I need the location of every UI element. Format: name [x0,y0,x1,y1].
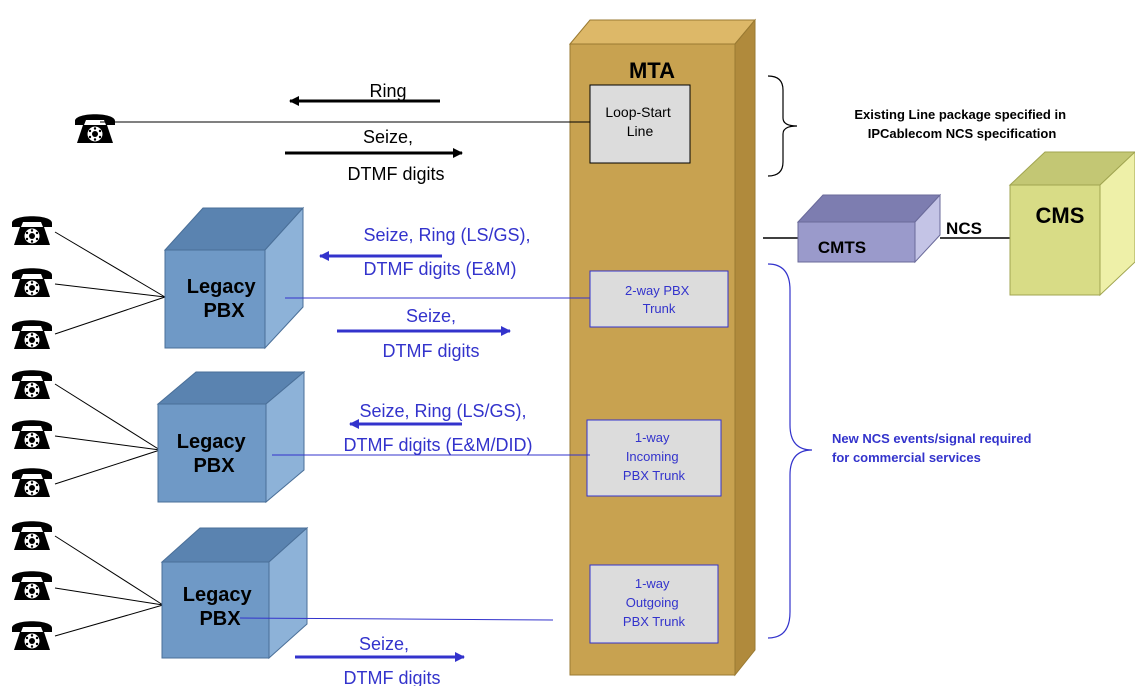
phone-link [54,535,164,606]
telephone-icon [12,216,52,245]
loop-start-line-box [589,84,691,164]
pbx-3-front-face [161,561,270,659]
cmts-front-face [797,221,916,263]
pbx-3-out-label-1: Seize, [359,634,409,654]
existing-line-note: Existing Line package specified in IPCab… [854,107,1069,141]
new-ncs-brace [767,263,813,639]
pbx-1-in-label-2: DTMF digits (E&M) [364,259,517,279]
seize-top-label: Seize, [363,127,413,147]
pbx-2-in-label-1: Seize, Ring (LS/GS), [359,401,526,421]
pbx-3-label: Legacy PBX [183,584,258,630]
existing-line-brace [767,75,798,177]
phone-link [54,587,164,606]
pbx-2-group: Legacy PBX Seize, Ring (LS/GS), DTMF dig… [12,370,590,504]
pbx-1-in-label-1: Seize, Ring (LS/GS), [363,225,530,245]
phone-link [54,435,161,451]
telephone-icon [12,521,52,550]
phone-link [54,383,161,451]
pbx-1-out-label-2: DTMF digits [382,341,479,361]
phone-link [54,296,166,335]
mta-side-face [734,18,756,677]
pbx-2-in-label-2: DTMF digits (E&M/DID) [344,435,533,455]
telephone-icon [12,420,52,449]
pbx-1-front-face [164,249,266,349]
pbx-1-out-label-1: Seize, [406,306,456,326]
telephone-icon [12,468,52,497]
cms-front-face [1009,184,1101,296]
one-way-incoming-trunk-label: 1-way Incoming PBX Trunk [623,430,686,483]
cmts-block: CMTS [796,193,942,264]
pbx-2-front-face [157,403,267,503]
two-way-pbx-trunk-label: 2-way PBX Trunk [625,283,693,316]
ncs-label: NCS [946,219,982,238]
telephone-icon [12,621,52,650]
mta-block: MTA Loop-Start Line 2-way PBX Trunk 1-wa… [568,18,757,677]
one-way-outgoing-trunk-label: 1-way Outgoing PBX Trunk [623,576,686,629]
pbx-3-out-label-2: DTMF digits [343,668,440,686]
pbx-1-label: Legacy PBX [187,276,262,322]
telephone-icon [12,370,52,399]
pbx-1-group: Legacy PBX Seize, Ring (LS/GS), DTMF dig… [12,206,590,361]
loop-start-line-label: Loop-Start Line [605,104,674,139]
mta-top-face [568,19,757,45]
telephone-icon [75,114,115,143]
mta-title: MTA [629,58,675,83]
cms-label: CMS [1036,203,1085,228]
phone-link [54,604,164,637]
one-way-outgoing-trunk-box [589,564,719,644]
new-ncs-note: New NCS events/signal required for comme… [832,431,1035,465]
ring-label: Ring [369,81,406,101]
pbx-3-trunk-line [239,617,554,621]
phone-link [54,283,166,298]
one-way-incoming-trunk-box [586,419,722,497]
telephone-icon [12,571,52,600]
phone-link [54,449,161,485]
telephone-icon [12,320,52,349]
dtmf-top-label: DTMF digits [347,164,444,184]
phone-link [54,231,166,298]
cmts-label: CMTS [818,238,866,257]
cms-block: CMS [1008,151,1135,297]
pbx-2-label: Legacy PBX [177,431,252,477]
telephone-icon [12,268,52,297]
pbx-3-group: Legacy PBX Seize, DTMF digits [12,521,554,686]
two-way-pbx-trunk-box [589,270,729,328]
